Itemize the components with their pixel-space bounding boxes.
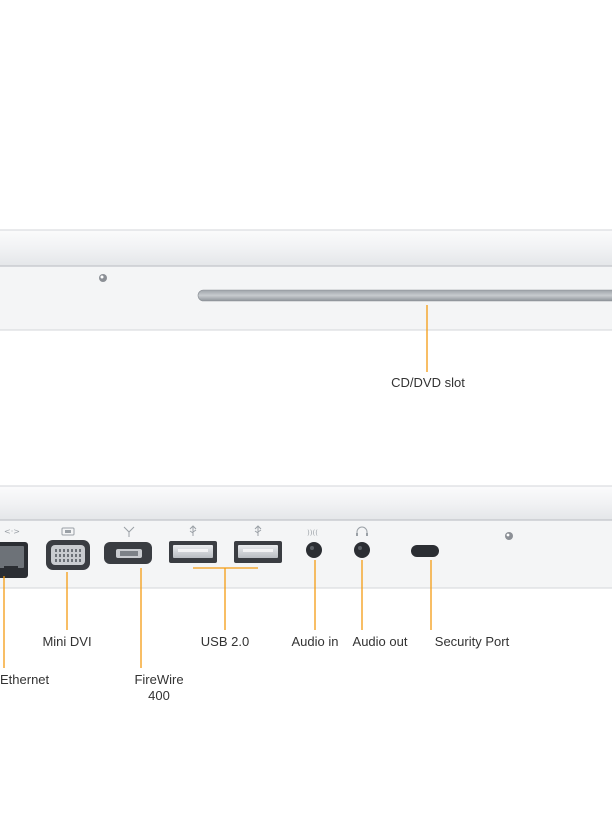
firewire-label-line1: FireWire [134, 672, 184, 687]
usb-icon [189, 525, 197, 536]
firewire-icon [123, 526, 135, 537]
usb-port [234, 541, 282, 563]
firewire-label-line2: 400 [148, 688, 170, 703]
security-port-label: Security Port [434, 634, 510, 649]
cd-dvd-slot [197, 289, 612, 302]
side-view: <·> [0, 485, 612, 589]
audio-in-port [306, 542, 322, 558]
audio-out-port [354, 542, 370, 558]
ethernet-label: Ethernet [0, 672, 50, 687]
firewire-label: FireWire 400 [111, 672, 207, 704]
svg-text:<·>: <·> [4, 527, 20, 536]
svg-text:))((: ))(( [307, 529, 318, 537]
mini-dvi-label: Mini DVI [42, 634, 92, 649]
front-view [0, 229, 612, 331]
mini-dvi-port [46, 540, 90, 570]
leader-lines [3, 305, 432, 668]
cd-dvd-slot-label: CD/DVD slot [391, 375, 465, 390]
audio-in-label: Audio in [291, 634, 339, 649]
ethernet-icon: <·> [4, 527, 20, 536]
usb-leader [193, 567, 258, 630]
security-port [411, 545, 439, 557]
audio-out-label: Audio out [352, 634, 408, 649]
firewire-port [104, 542, 152, 564]
usb-label: USB 2.0 [200, 634, 250, 649]
usb-icon [254, 525, 262, 536]
display-icon [61, 527, 75, 536]
lock-icon [505, 532, 513, 540]
sleep-indicator-icon [99, 274, 107, 282]
audio-in-icon: ))(( [307, 529, 318, 537]
ethernet-port [0, 542, 28, 578]
usb-port [169, 541, 217, 563]
headphones-icon [356, 526, 368, 536]
